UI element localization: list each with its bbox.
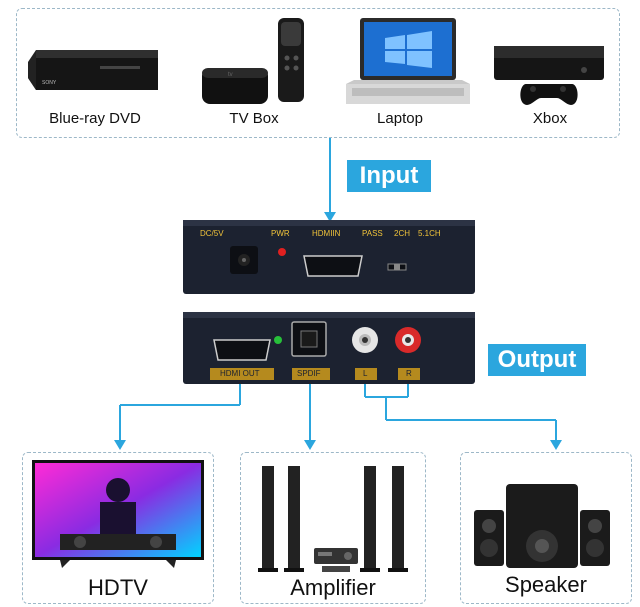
- amplifier-label: Amplifier: [290, 575, 376, 600]
- source-label-laptop: Laptop: [377, 110, 423, 127]
- source-label-xbox: Xbox: [532, 110, 568, 127]
- amplifier-box: [240, 452, 426, 604]
- source-label-tvbox: TV Box: [229, 110, 279, 127]
- source-label-bluray: Blue-ray DVD: [49, 110, 141, 127]
- 5-1ch-label: 5.1CH: [418, 229, 441, 238]
- speaker-box: [460, 452, 632, 604]
- hdmi-out-label: HDMI OUT: [220, 369, 260, 378]
- input-sources-box: [16, 8, 620, 138]
- output-tag: Output: [488, 344, 586, 376]
- r-channel-label: R: [406, 369, 412, 378]
- l-channel-label: L: [363, 369, 368, 378]
- 2ch-label: 2CH: [394, 229, 411, 238]
- hdtv-label: HDTV: [88, 575, 148, 600]
- spdif-label: SPDIF: [297, 369, 321, 378]
- pwr-label: PWR: [271, 229, 290, 238]
- pass-label: PASS: [362, 229, 383, 238]
- dc-port-label: DC/5V: [200, 229, 224, 238]
- hdtv-box: [22, 452, 214, 604]
- input-tag: Input: [347, 160, 431, 192]
- speaker-label: Speaker: [505, 572, 587, 597]
- hdmi-in-label: HDMIIN: [312, 229, 341, 238]
